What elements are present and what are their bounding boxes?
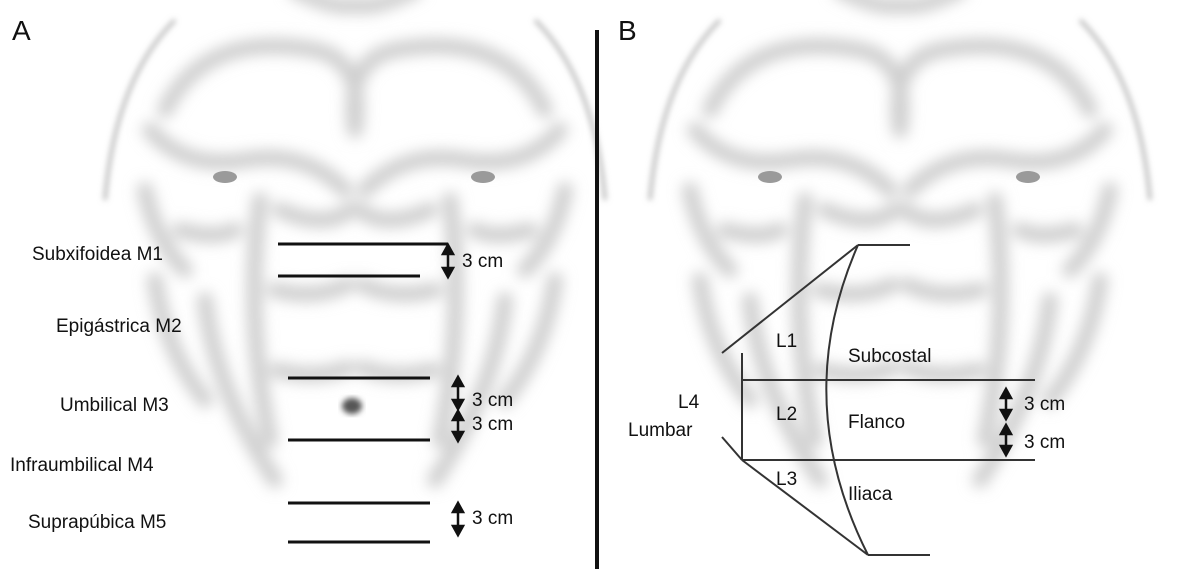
measure-label-a2: 3 cm: [472, 390, 513, 411]
panel-b: B L1 L2 L3 L4 Lumbar Subcostal Flanco Il…: [618, 0, 1150, 555]
zone-label-subcostal: Subcostal: [848, 346, 931, 367]
measure-label-a3: 3 cm: [472, 414, 513, 435]
torso-illustration-b: [650, 0, 1150, 480]
region-label-epigastrica: Epigástrica M2: [56, 316, 182, 337]
region-label-subxifoidea: Subxifoidea M1: [32, 244, 163, 265]
measure-label-a4: 3 cm: [472, 508, 513, 529]
region-label-infraumbilical: Infraumbilical M4: [10, 455, 154, 476]
zone-label-l1: L1: [776, 331, 797, 352]
panel-letter-a: A: [12, 15, 31, 46]
zone-label-l4: L4: [678, 392, 700, 413]
zone-label-l3: L3: [776, 469, 797, 490]
navel-a: [342, 398, 362, 414]
zone-label-l2: L2: [776, 404, 797, 425]
zone-label-flanco: Flanco: [848, 412, 905, 433]
zone-label-iliaca: Iliaca: [848, 484, 893, 505]
region-label-suprapubica: Suprapúbica M5: [28, 512, 166, 533]
measure-label-a1: 3 cm: [462, 251, 503, 272]
region-label-umbilical: Umbilical M3: [60, 395, 169, 416]
measure-label-b1: 3 cm: [1024, 394, 1065, 415]
panel-letter-b: B: [618, 15, 637, 46]
panel-a: A Subxifoidea M1 Epigástrica M2 Umbilica…: [10, 0, 605, 542]
double-arrow-icon: [1001, 389, 1011, 419]
measure-label-b2: 3 cm: [1024, 432, 1065, 453]
double-arrow-icon: [453, 503, 463, 535]
zone-label-lumbar: Lumbar: [628, 420, 693, 441]
